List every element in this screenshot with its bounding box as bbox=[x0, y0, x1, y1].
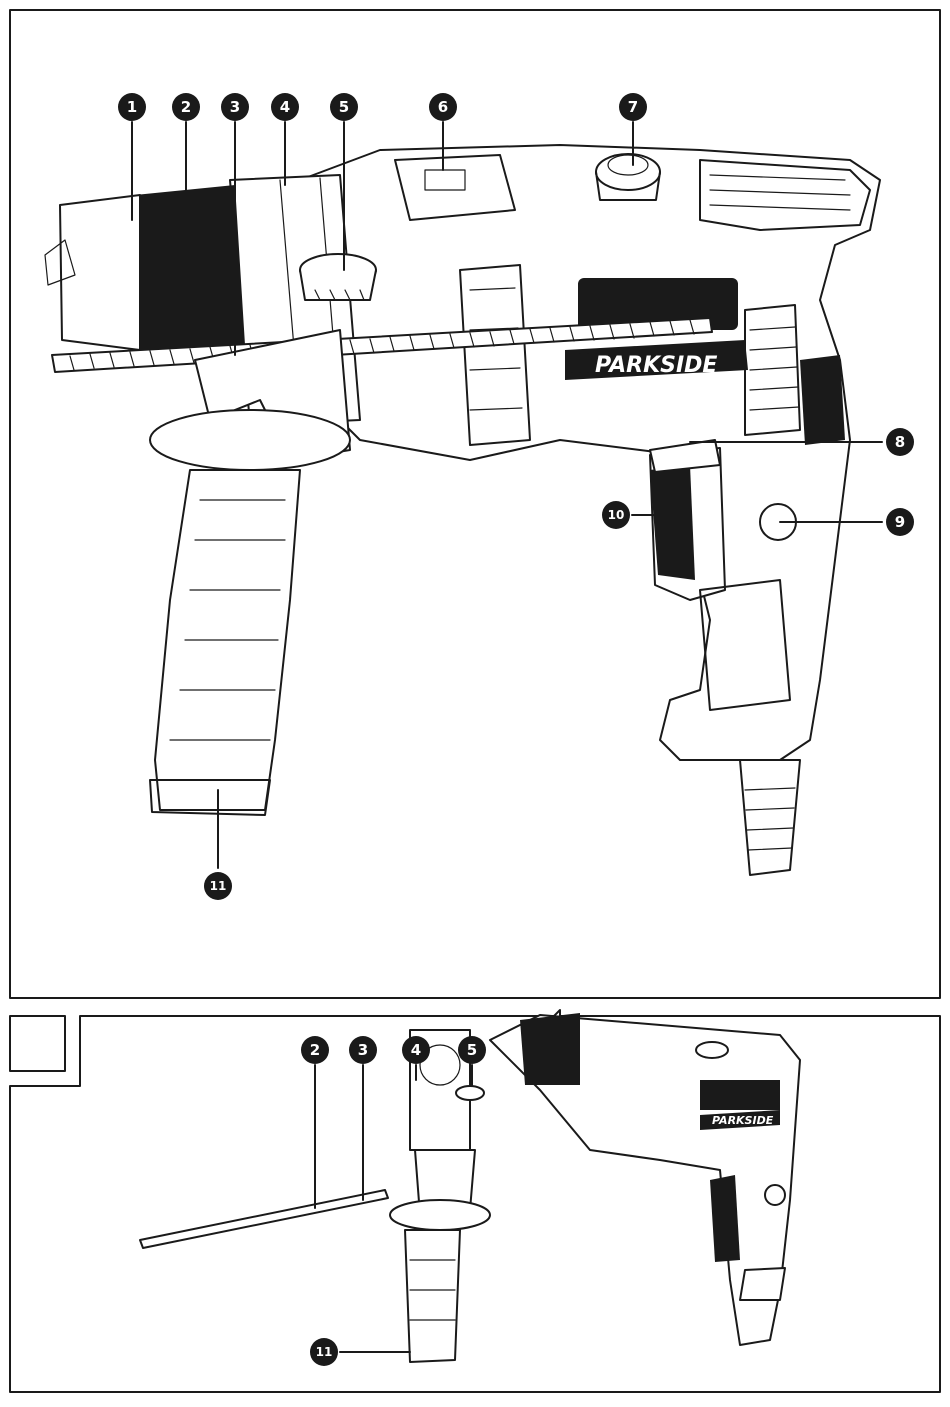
callout-10: 10 bbox=[602, 501, 630, 529]
callout-b-3-label: 3 bbox=[358, 1041, 368, 1059]
callout-1-label: 1 bbox=[127, 98, 137, 116]
callout-5-label: 5 bbox=[339, 98, 349, 116]
callout-7-label: 7 bbox=[628, 98, 638, 116]
callout-3-label: 3 bbox=[230, 98, 240, 116]
callout-b-5: 5 bbox=[458, 1036, 486, 1064]
callout-4-label: 4 bbox=[280, 98, 290, 116]
brand-logo-text-small: PARKSIDE bbox=[712, 1114, 774, 1127]
callout-11: 11 bbox=[204, 872, 232, 900]
drill-illustration-main: PARKSIDE bbox=[45, 145, 880, 875]
chuck-knurl bbox=[135, 185, 245, 350]
callout-2-label: 2 bbox=[181, 98, 191, 116]
callout-5: 5 bbox=[330, 93, 358, 121]
callout-11-label: 11 bbox=[210, 879, 227, 893]
callout-b-2: 2 bbox=[301, 1036, 329, 1064]
callout-b-11: 11 bbox=[310, 1338, 338, 1366]
callout-6: 6 bbox=[429, 93, 457, 121]
callout-8: 8 bbox=[886, 428, 914, 456]
callout-1: 1 bbox=[118, 93, 146, 121]
callout-2: 2 bbox=[172, 93, 200, 121]
callout-10-label: 10 bbox=[608, 508, 625, 522]
callout-8-label: 8 bbox=[895, 433, 905, 451]
callout-b-4: 4 bbox=[402, 1036, 430, 1064]
callout-b-11-label: 11 bbox=[316, 1345, 333, 1359]
callout-3: 3 bbox=[221, 93, 249, 121]
callout-b-5-label: 5 bbox=[467, 1041, 477, 1059]
callout-6-label: 6 bbox=[438, 98, 448, 116]
callout-7: 7 bbox=[619, 93, 647, 121]
callout-9: 9 bbox=[886, 508, 914, 536]
callout-9-label: 9 bbox=[895, 513, 905, 531]
callout-4: 4 bbox=[271, 93, 299, 121]
callout-b-3: 3 bbox=[349, 1036, 377, 1064]
brand-logo-text: PARKSIDE bbox=[595, 353, 717, 378]
callout-b-4-label: 4 bbox=[411, 1041, 421, 1059]
figure-b-index-box bbox=[10, 1016, 65, 1071]
callout-b-2-label: 2 bbox=[310, 1041, 320, 1059]
